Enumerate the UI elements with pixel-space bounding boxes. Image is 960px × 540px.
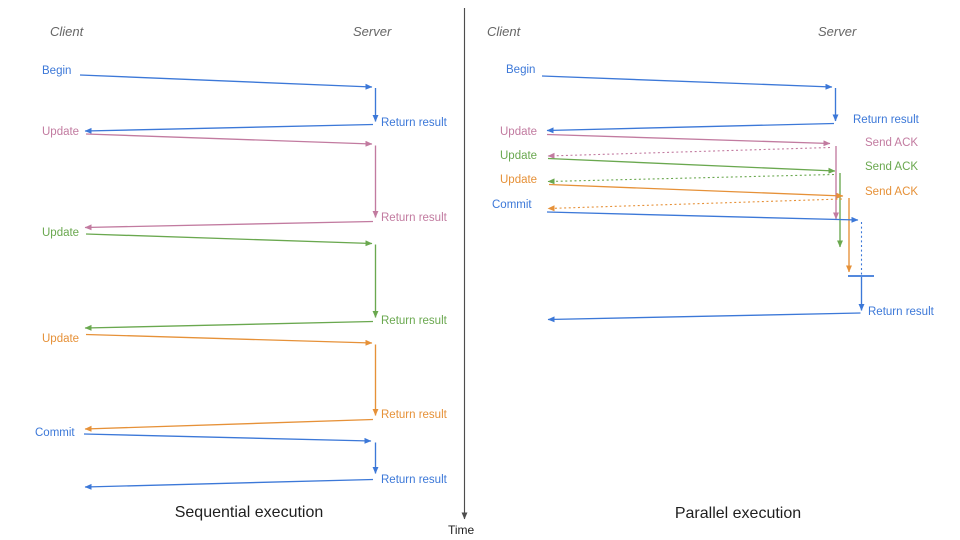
send-ack-label: Send ACK xyxy=(865,137,919,149)
par-update3-exchange xyxy=(547,183,852,273)
message-label-update3: Update xyxy=(42,333,80,345)
message-label-update2: Update xyxy=(42,227,80,239)
message-label-commit: Commit xyxy=(35,427,75,439)
return-result-label: Return result xyxy=(381,212,447,224)
return-result-label: Return result xyxy=(868,306,934,318)
panel-caption-parallel: Parallel execution xyxy=(674,505,802,522)
seq-commit-exchange xyxy=(83,433,379,490)
return-result-label: Return result xyxy=(381,409,447,421)
message-label-update1: Update xyxy=(500,126,538,138)
return-result-label: Return result xyxy=(381,474,447,486)
send-ack-label: Send ACK xyxy=(865,161,919,173)
seq-update1-exchange xyxy=(84,133,379,231)
time-axis-label: Time xyxy=(448,523,475,537)
par-update2-exchange xyxy=(547,157,843,248)
message-label-commit: Commit xyxy=(492,199,532,211)
server-header: Server xyxy=(353,24,392,39)
message-label-begin: Begin xyxy=(506,64,536,76)
par-begin-exchange xyxy=(541,75,839,134)
par-commit-exchange xyxy=(546,211,874,323)
message-label-update2: Update xyxy=(500,150,538,162)
message-label-begin: Begin xyxy=(42,65,72,77)
return-result-label: Return result xyxy=(381,315,447,327)
client-header: Client xyxy=(50,24,84,39)
client-header: Client xyxy=(487,24,521,39)
server-header: Server xyxy=(818,24,857,39)
seq-update3-exchange xyxy=(84,333,379,432)
par-update1-exchange xyxy=(546,133,839,220)
return-result-label: Return result xyxy=(853,114,919,126)
seq-update2-exchange xyxy=(84,233,379,331)
return-result-label: Return result xyxy=(381,117,447,129)
panel-caption-sequential: Sequential execution xyxy=(174,504,324,521)
message-label-update1: Update xyxy=(42,126,80,138)
send-ack-label: Send ACK xyxy=(865,186,919,198)
message-label-update3: Update xyxy=(500,174,538,186)
seq-begin-exchange xyxy=(79,74,379,134)
